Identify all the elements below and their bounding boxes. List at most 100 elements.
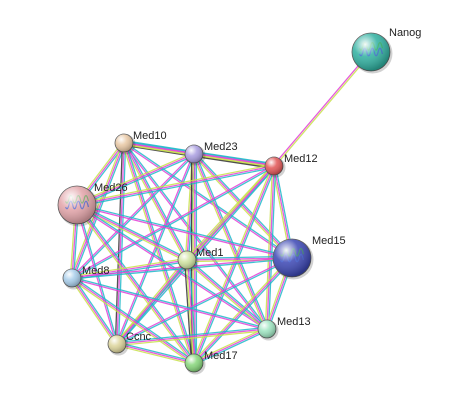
edge-line (69, 142, 124, 278)
edge-line (193, 257, 293, 364)
node-med15[interactable]: Med15 (272, 235, 346, 280)
node-label: Med1 (196, 247, 224, 259)
edge-line (116, 326, 267, 344)
edge-line (193, 155, 274, 170)
edge-line (72, 166, 275, 280)
node-med17[interactable]: Med17 (184, 350, 238, 375)
edge-line (187, 258, 269, 329)
edge-line (70, 278, 194, 365)
edge-line (77, 203, 196, 363)
edge-line (272, 51, 371, 166)
edge-line (194, 150, 275, 165)
edge-line (76, 153, 195, 206)
edge-Med12-Med8 (71, 164, 275, 280)
edge-line (76, 204, 188, 261)
edge-line (187, 259, 196, 363)
node-med23[interactable]: Med23 (184, 141, 238, 166)
node-med8[interactable]: Med8 (62, 265, 110, 290)
edge-line (70, 278, 117, 346)
edge-Med1-Med13 (185, 258, 269, 331)
edge-line (123, 144, 194, 158)
edge-Med12-Med26 (76, 163, 275, 208)
edge-line (194, 152, 275, 166)
node-med1[interactable]: Med1 (177, 247, 224, 272)
node-gloss (58, 186, 96, 224)
node-ccnc[interactable]: Ccnc (107, 331, 152, 356)
edge-line (185, 260, 267, 331)
edge-Med8-Ccnc (70, 276, 119, 346)
node-gloss (63, 269, 81, 287)
edge-line (71, 277, 195, 364)
node-gloss (108, 335, 126, 353)
edge-line (193, 326, 267, 363)
node-med26[interactable]: Med26 (57, 182, 128, 227)
edge-line (193, 154, 274, 168)
edge-Med23-Med12 (193, 150, 275, 170)
node-label: Med8 (82, 265, 110, 277)
node-gloss (185, 354, 203, 372)
edge-Med10-Med15 (123, 141, 293, 260)
edge-line (77, 202, 189, 260)
edge-line (76, 163, 274, 205)
edge-line (194, 329, 268, 366)
edge-line (77, 203, 293, 258)
node-label: Med23 (204, 141, 238, 153)
edge-line (274, 52, 373, 167)
edge-line (77, 166, 275, 208)
edge-Med8-Med17 (70, 276, 196, 365)
edge-line (116, 343, 195, 364)
edge-layer (69, 51, 373, 366)
node-gloss (352, 33, 390, 71)
edge-line (75, 205, 194, 365)
node-label: Med17 (204, 350, 238, 362)
edge-line (122, 143, 187, 262)
edge-line (123, 143, 292, 260)
node-nanog[interactable]: Nanog (351, 27, 421, 74)
edge-Med26-Med15 (76, 203, 293, 260)
edge-line (71, 164, 274, 278)
edge-line (116, 328, 268, 345)
edge-line (71, 277, 118, 345)
edge-line (115, 153, 194, 344)
edge-line (185, 260, 194, 364)
edge-line (267, 166, 277, 330)
edge-line (193, 328, 268, 364)
edge-line (71, 278, 267, 331)
edge-line (264, 165, 274, 329)
edge-line (186, 259, 268, 330)
edge-line (77, 154, 195, 208)
edge-line (71, 257, 187, 278)
edge-line (117, 341, 195, 363)
edge-line (117, 260, 189, 346)
node-label: Nanog (389, 27, 421, 39)
node-med13[interactable]: Med13 (257, 316, 311, 341)
edge-line (183, 260, 193, 364)
edge-line (116, 259, 188, 345)
edge-line (117, 329, 268, 347)
edge-Med23-Med26 (76, 151, 195, 208)
edge-Med1-Ccnc (115, 258, 189, 346)
node-gloss (185, 145, 203, 163)
edge-Nanog-Med12 (272, 51, 373, 167)
edge-line (194, 258, 294, 365)
node-label: Med26 (94, 182, 128, 194)
edge-line (72, 276, 196, 363)
edge-line (192, 256, 292, 363)
node-label: Med13 (277, 316, 311, 328)
edge-Ccnc-Med17 (116, 341, 195, 366)
edge-line (72, 276, 268, 329)
edge-Med13-Med17 (193, 326, 268, 366)
node-label: Med12 (284, 153, 318, 165)
edge-line (72, 258, 293, 280)
node-gloss (265, 157, 283, 175)
edge-line (76, 205, 292, 260)
edge-line (124, 141, 293, 258)
edge-Med12-Med13 (264, 165, 277, 330)
node-med12[interactable]: Med12 (264, 153, 318, 178)
edge-line (76, 151, 194, 205)
edge-line (72, 276, 119, 344)
node-med10[interactable]: Med10 (114, 130, 167, 155)
edge-line (117, 166, 276, 346)
